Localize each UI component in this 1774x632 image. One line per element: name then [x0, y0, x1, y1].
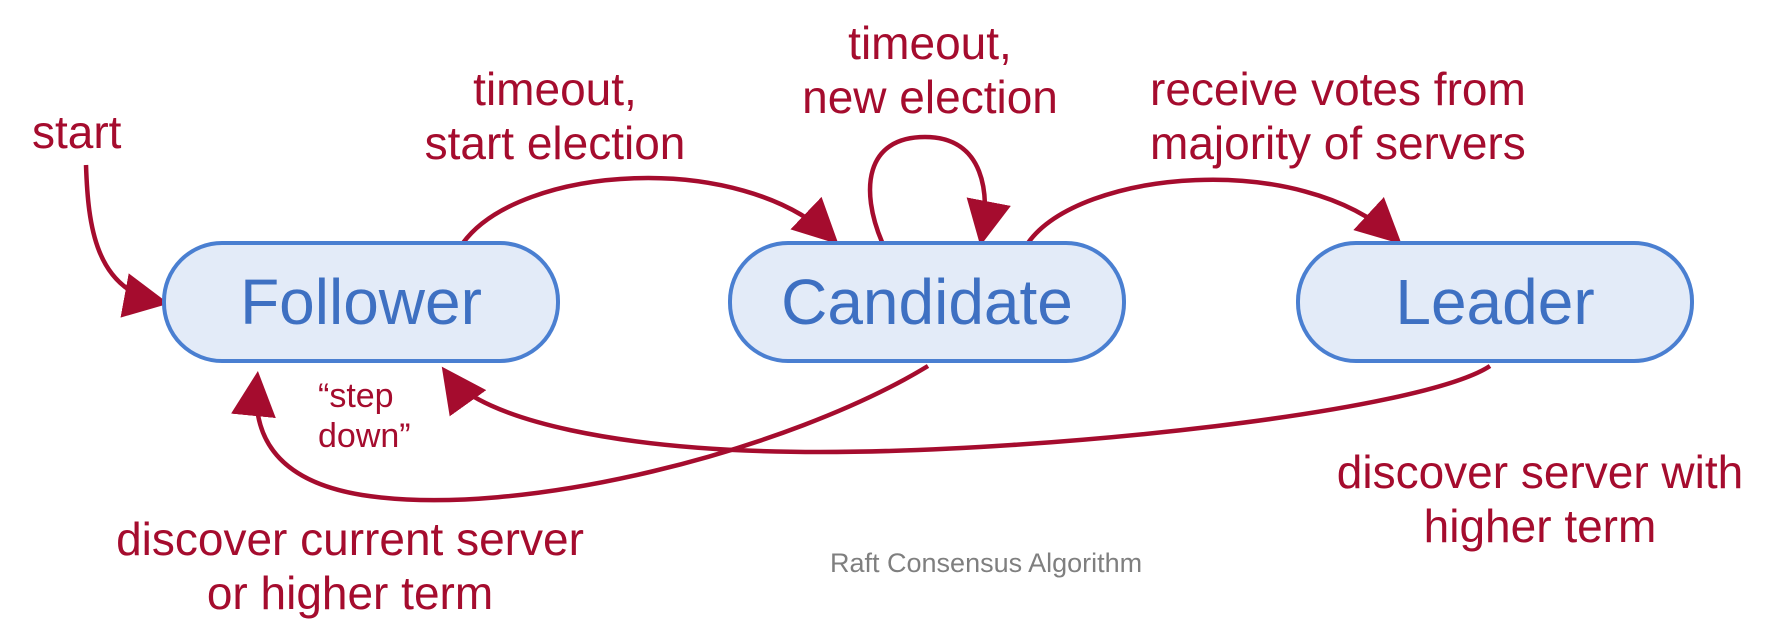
label-timeout-new-election: timeout, new election	[770, 16, 1090, 124]
state-candidate: Candidate	[728, 241, 1126, 363]
label-line: higher term	[1423, 500, 1657, 552]
label-timeout-start-election: timeout, start election	[380, 62, 730, 170]
state-leader: Leader	[1296, 241, 1694, 363]
follower-to-candidate-arrow	[461, 175, 839, 245]
label-start: start	[32, 106, 122, 158]
label-step-down: “step down”	[318, 376, 458, 456]
caption: Raft Consensus Algorithm	[830, 548, 1143, 578]
label-line: start election	[424, 117, 686, 169]
label-line: down”	[318, 417, 411, 455]
label-line: timeout,	[848, 17, 1012, 69]
state-follower: Follower	[162, 241, 560, 363]
label-receive-votes: receive votes from majority of servers	[1150, 62, 1600, 170]
label-line: or higher term	[206, 567, 494, 619]
candidate-to-leader-arrow	[1026, 177, 1402, 245]
label-discover-current-server: discover current server or higher term	[70, 512, 630, 620]
label-discover-server-higher-term: discover server with higher term	[1310, 445, 1770, 553]
label-line: receive votes from	[1150, 63, 1526, 115]
candidate-to-follower-arrow	[231, 364, 930, 503]
leader-to-follower-arrow	[441, 364, 1492, 455]
label-line: new election	[802, 71, 1058, 123]
label-line: “step	[318, 377, 394, 415]
candidate-self-loop-arrow	[867, 134, 1011, 246]
label-line: timeout,	[473, 63, 637, 115]
label-line: majority of servers	[1150, 117, 1526, 169]
start-arrow	[83, 164, 169, 318]
label-line: discover server with	[1336, 446, 1744, 498]
label-line: discover current server	[116, 513, 584, 565]
